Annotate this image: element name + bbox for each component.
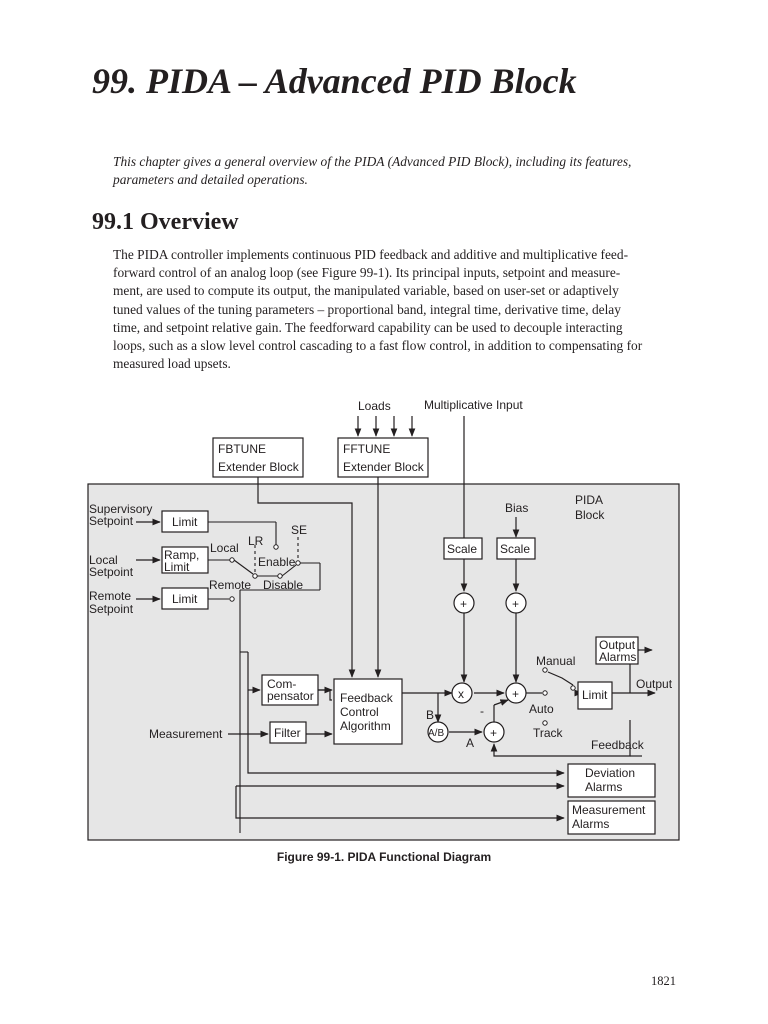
switch-contacts: [229, 544, 301, 602]
auto-label: Auto: [529, 702, 554, 716]
feedback-control-label: Feedback: [340, 691, 394, 705]
remote-setpoint-sublabel: Setpoint: [89, 602, 134, 616]
overview-paragraph: The PIDA controller implements continuou…: [113, 246, 678, 373]
measurement-label: Measurement: [149, 727, 223, 741]
minus-sign: -: [480, 704, 484, 718]
ramp-limit-label: Limit: [164, 560, 190, 574]
multiplicative-input-label: Multiplicative Input: [424, 398, 523, 412]
add-junction: [505, 682, 527, 704]
feedback-label: Feedback: [591, 738, 645, 752]
bias-scale-label: Scale: [500, 542, 530, 556]
mode-switch-contacts: [542, 667, 576, 726]
manual-label: Manual: [536, 654, 575, 668]
deviation-alarms-sublabel: Alarms: [585, 780, 622, 794]
fbtune-sublabel: Extender Block: [218, 460, 300, 474]
output-label: Output: [636, 677, 673, 691]
load-arrows: [354, 416, 416, 437]
measurement-alarms-label: Measurement: [572, 803, 646, 817]
setpoint-input-arrows: [136, 518, 161, 603]
feedback-sum-sign: +: [490, 726, 497, 740]
feedback-control-sublabel-1: Control: [340, 705, 379, 719]
remote-setpoint-label: Remote: [89, 589, 131, 603]
local-switch-label: Local: [210, 541, 239, 555]
overview-line: measured load upsets.: [113, 356, 231, 372]
chapter-title: 99. PIDA – Advanced PID Block: [92, 61, 577, 101]
filter-block: [269, 721, 307, 744]
fftune-sublabel: Extender Block: [343, 460, 425, 474]
disable-label: Disable: [263, 578, 303, 592]
chapter-intro: This chapter gives a general overview of…: [113, 154, 632, 187]
loads-label: Loads: [358, 399, 391, 413]
supervisory-setpoint-label: Supervisory: [89, 502, 152, 516]
fftune-label: FFTUNE: [343, 442, 390, 456]
multiply-junction: [451, 682, 473, 704]
overview-line: ment, are used to compute its output, th…: [113, 283, 619, 299]
supervisory-limit-label: Limit: [172, 515, 198, 529]
overview-line: loops, such as a slow level control casc…: [113, 338, 643, 354]
fbtune-label: FBTUNE: [218, 442, 266, 456]
overview-line: The PIDA controller implements continuou…: [113, 247, 629, 262]
filter-label: Filter: [274, 726, 301, 740]
input-b-label: B: [426, 708, 434, 722]
fftune-block: [337, 437, 429, 478]
measurement-wiring: [228, 652, 565, 822]
overview-line: time, and setpoint relative gain. The fe…: [113, 319, 623, 335]
track-label: Track: [533, 726, 564, 740]
output-alarms-label: Output: [599, 638, 636, 652]
bias-sum-sign: +: [512, 597, 519, 611]
scale-label: Scale: [447, 542, 477, 556]
input-a-label: A: [466, 736, 474, 750]
extender-wiring: [257, 416, 520, 683]
feedback-control-sublabel-2: Algorithm: [340, 719, 391, 733]
ratio-label: A/B: [428, 728, 444, 739]
ramp-limit-block: [161, 546, 209, 574]
output-limit-block: [577, 681, 613, 710]
measurement-alarms-block: [567, 800, 656, 835]
measurement-alarms-sublabel: Alarms: [572, 817, 609, 831]
remote-switch-label: Remote: [209, 578, 251, 592]
feedback-sum-junction: [483, 721, 505, 743]
remote-limit-label: Limit: [172, 592, 198, 606]
compensator-block: [261, 674, 319, 706]
overview-line: forward control of an analog loop (see F…: [113, 265, 621, 281]
se-label: SE: [291, 523, 307, 537]
supervisory-setpoint-sublabel: Setpoint: [89, 514, 134, 528]
scale-block: [443, 537, 483, 560]
local-setpoint-label: Local: [89, 553, 118, 567]
output-alarms-sublabel: Alarms: [599, 650, 636, 664]
add-sign: +: [512, 687, 519, 701]
ramp-label: Ramp,: [164, 548, 199, 562]
bias-scale-block: [496, 537, 536, 560]
compensator-sublabel: pensator: [267, 689, 314, 703]
figure-caption: Figure 99-1. PIDA Functional Diagram: [276, 850, 492, 864]
multiplicative-sum-sign: +: [460, 597, 467, 611]
multiplicative-sum-junction: [453, 592, 475, 614]
bias-label: Bias: [505, 501, 528, 515]
pida-block-label: PIDA: [575, 493, 603, 507]
bias-sum-junction: [505, 592, 527, 614]
output-limit-label: Limit: [582, 688, 608, 702]
page-number: 1821: [651, 974, 676, 988]
lr-label: LR: [248, 534, 264, 548]
multiply-sign: x: [458, 687, 464, 701]
local-setpoint-sublabel: Setpoint: [89, 565, 134, 579]
ratio-junction: [427, 721, 449, 743]
deviation-alarms-label: Deviation: [585, 766, 635, 780]
output-alarms-block: [595, 636, 639, 665]
enable-label: Enable: [258, 555, 296, 569]
deviation-alarms-block: [567, 763, 656, 798]
setpoint-switch-wiring: [208, 521, 321, 833]
feedback-control-block: [333, 678, 403, 745]
section-heading: 99.1 Overview: [92, 209, 239, 235]
compensator-label: Com-: [267, 677, 296, 691]
overview-line: tuned values of the tuning parameters – …: [113, 301, 621, 317]
pida-block-sublabel: Block: [575, 508, 605, 522]
